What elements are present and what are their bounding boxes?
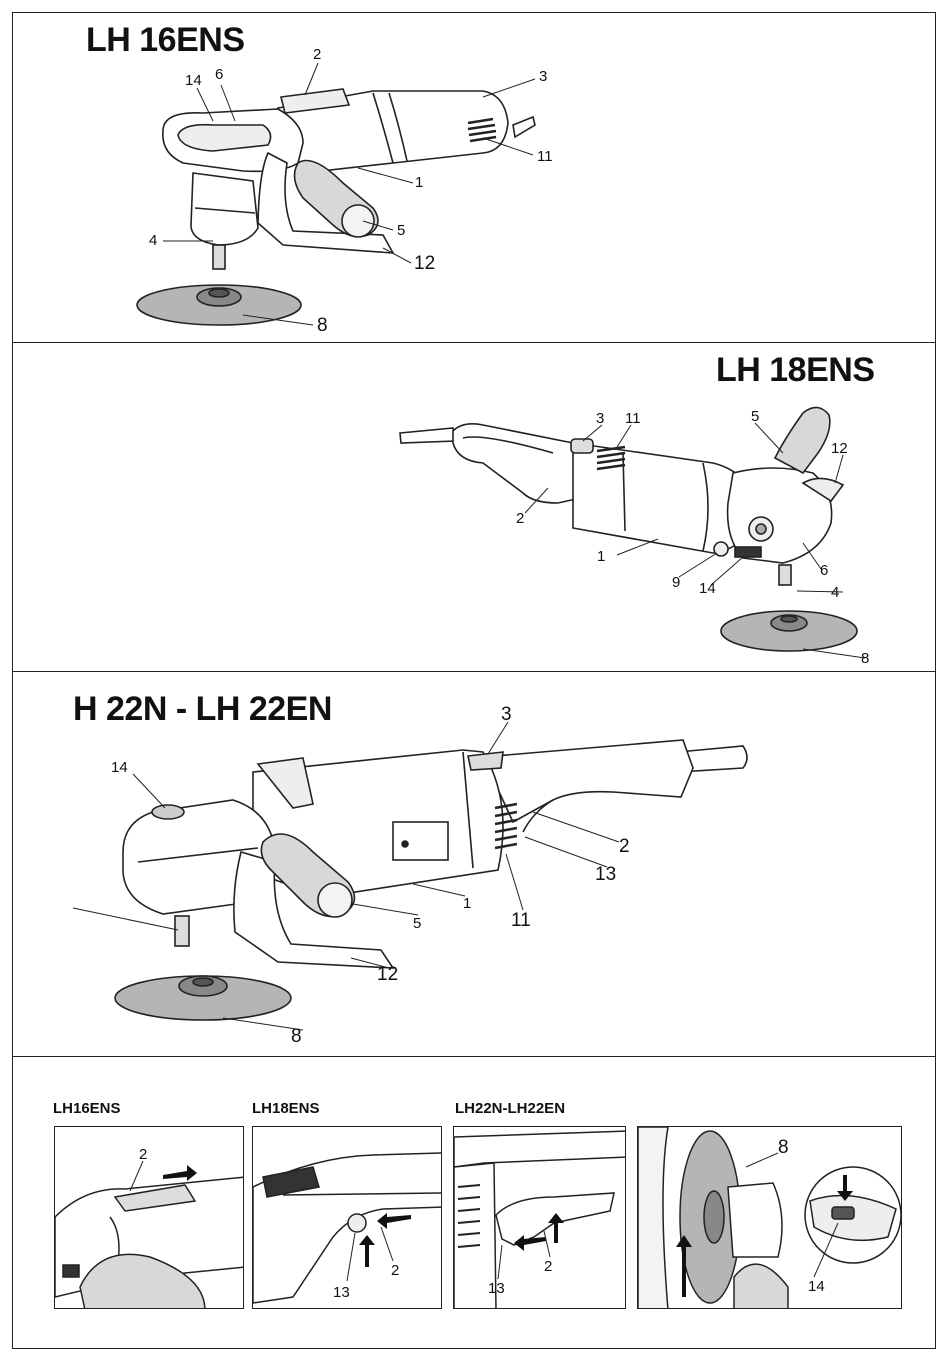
detail-switch-lh16ens: 2: [54, 1126, 244, 1309]
grinder-illustration-lh18ens: 3 11 5 12 2 1 9 14 6 4 8: [13, 343, 935, 671]
detail-disc-lock: 8 14: [637, 1126, 902, 1309]
panel-title: H 22N - LH 22EN: [73, 690, 332, 729]
callout: 8: [291, 1026, 302, 1047]
callout: 11: [511, 910, 531, 931]
callout: 1: [597, 548, 605, 565]
callout: 2: [139, 1146, 147, 1163]
callout: 8: [317, 315, 328, 336]
callout: 3: [539, 68, 547, 85]
callout: 12: [414, 253, 435, 274]
callout: 1: [415, 174, 423, 191]
callout: 11: [537, 148, 553, 165]
callout: 6: [820, 562, 828, 579]
callout: 14: [808, 1278, 825, 1295]
callout: 5: [397, 222, 405, 239]
callout: 2: [544, 1258, 552, 1275]
detail-label-lh18ens: LH18ENS: [252, 1100, 320, 1117]
callout: 14: [111, 759, 128, 776]
callout: 2: [516, 510, 524, 527]
callout: 12: [831, 440, 848, 457]
callout: 13: [595, 864, 616, 885]
callout: 2: [391, 1262, 399, 1279]
callout: 1: [463, 895, 471, 912]
panel-lh18ens: LH 18ENS: [13, 343, 935, 671]
detail-label-lh16ens: LH16ENS: [53, 1100, 121, 1117]
callout: 11: [625, 410, 641, 427]
callout: 14: [699, 580, 716, 597]
grinder-illustration-lh22n: 3 14 2 13 1 5 11 12 8: [13, 672, 935, 1056]
panel-divider: [12, 1056, 936, 1057]
callout: 14: [185, 72, 202, 89]
callout: 8: [861, 650, 869, 667]
callout: 6: [215, 66, 223, 83]
callout: 13: [488, 1280, 505, 1297]
grinder-illustration-lh16ens: 14 6 2 3 11 1 5 4 12 8: [13, 13, 935, 342]
callout: 5: [751, 408, 759, 425]
panel-lh22n-lh22en: H 22N - LH 22EN: [13, 672, 935, 1056]
callout: 8: [778, 1137, 789, 1158]
detail-switch-lh22n: 13 2: [453, 1126, 626, 1309]
callout: 4: [831, 584, 839, 601]
callout: 5: [413, 915, 421, 932]
detail-switch-lh18ens: 13 2: [252, 1126, 442, 1309]
callout: 3: [596, 410, 604, 427]
callout: 2: [313, 46, 321, 63]
panel-title: LH 16ENS: [86, 21, 245, 60]
callout: 12: [377, 964, 398, 985]
callout: 9: [672, 574, 680, 591]
callout: 2: [619, 836, 630, 857]
callout: 13: [333, 1284, 350, 1301]
panel-lh16ens: LH 16ENS: [13, 13, 935, 342]
panel-title: LH 18ENS: [716, 351, 875, 390]
callout: 4: [149, 232, 157, 249]
callout: 3: [501, 704, 512, 725]
detail-label-lh22n-lh22en: LH22N-LH22EN: [455, 1100, 565, 1117]
